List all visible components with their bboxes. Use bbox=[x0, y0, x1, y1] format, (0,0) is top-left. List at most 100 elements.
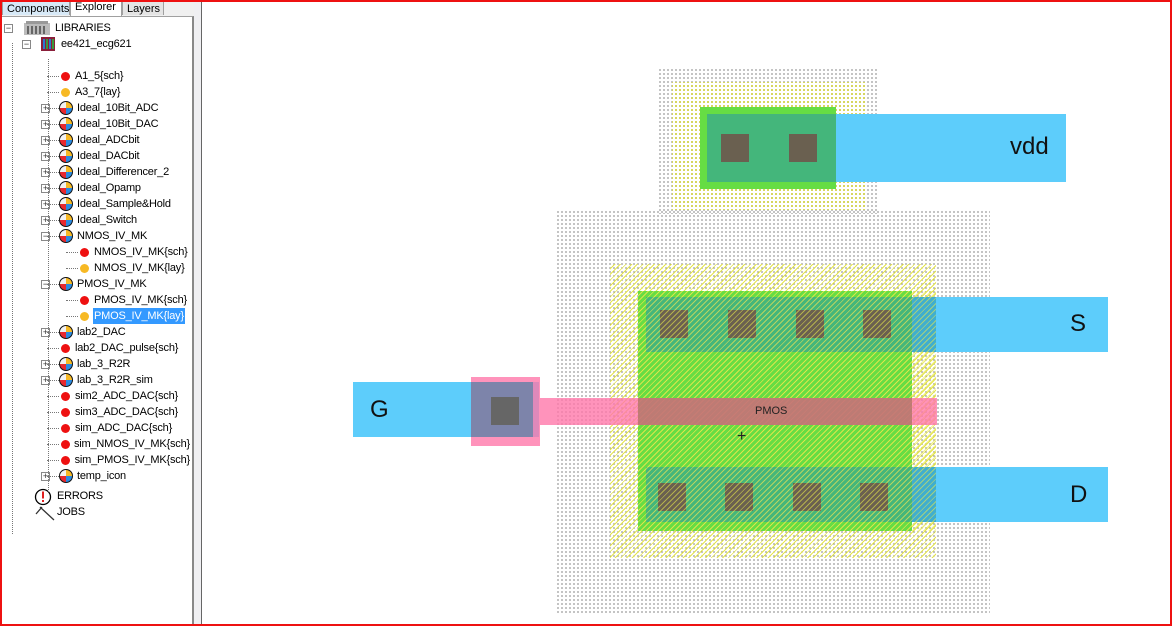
tree-item[interactable]: +Ideal_ADCbit bbox=[2, 132, 190, 148]
tree-item-label: Ideal_10Bit_DAC bbox=[77, 118, 159, 130]
tree-connector bbox=[47, 380, 59, 381]
tree-item-label: PMOS_IV_MK{lay} bbox=[93, 308, 185, 324]
tree-item[interactable]: +Ideal_Sample&Hold bbox=[2, 196, 190, 212]
tree-item-label: NMOS_IV_MK bbox=[77, 230, 148, 242]
tree-item[interactable]: +Ideal_10Bit_DAC bbox=[2, 116, 190, 132]
jobs-icon bbox=[34, 504, 58, 527]
tree-item-label: sim_ADC_DAC{sch} bbox=[75, 422, 173, 434]
tree-connector bbox=[47, 412, 59, 413]
tree-item[interactable]: +lab_3_R2R_sim bbox=[2, 372, 190, 388]
tree-item[interactable]: A3_7{lay} bbox=[2, 84, 190, 100]
schematic-view-icon bbox=[61, 440, 70, 449]
cell-icon bbox=[59, 165, 73, 179]
origin-crosshair-icon: + bbox=[737, 428, 747, 445]
tab-explorer[interactable]: Explorer bbox=[70, 0, 122, 16]
tree-item[interactable]: sim2_ADC_DAC{sch} bbox=[2, 388, 190, 404]
tree-item-label: Ideal_Opamp bbox=[77, 182, 141, 194]
tree-item-label: ERRORS bbox=[57, 490, 103, 502]
cell-icon bbox=[59, 181, 73, 195]
tree-item-label: PMOS_IV_MK bbox=[77, 278, 147, 290]
schematic-view-icon bbox=[61, 456, 70, 465]
tree-item[interactable]: NMOS_IV_MK{sch} bbox=[2, 244, 190, 260]
layout-view-icon bbox=[80, 312, 89, 321]
tree-connector bbox=[47, 140, 59, 141]
tree-errors[interactable]: ERRORS bbox=[2, 488, 190, 506]
tree-item[interactable]: +Ideal_Switch bbox=[2, 212, 190, 228]
tree-item[interactable]: sim_NMOS_IV_MK{sch} bbox=[2, 436, 190, 452]
layout-view-icon bbox=[61, 88, 70, 97]
tree-connector bbox=[47, 92, 59, 93]
tree-item[interactable]: PMOS_IV_MK{lay} bbox=[2, 308, 190, 324]
layout-canvas[interactable]: vdd G PMOS + S D bbox=[202, 2, 1169, 624]
tab-layers[interactable]: Layers bbox=[122, 1, 164, 15]
tree-item[interactable]: +lab2_DAC bbox=[2, 324, 190, 340]
device-label-pmos: PMOS bbox=[755, 405, 788, 417]
tree-connector bbox=[12, 43, 13, 534]
panel-tabs: Components Explorer Layers bbox=[2, 0, 194, 16]
tree-jobs[interactable]: JOBS bbox=[2, 504, 190, 521]
vdd-metal bbox=[802, 114, 1066, 182]
vdd-contact bbox=[789, 134, 817, 162]
schematic-view-icon bbox=[61, 72, 70, 81]
panel-splitter[interactable] bbox=[194, 0, 202, 624]
tree-library-ee421[interactable]: − ee421_ecg621 bbox=[2, 36, 190, 52]
tree-item-label: temp_icon bbox=[77, 470, 126, 482]
tree-item[interactable]: PMOS_IV_MK{sch} bbox=[2, 292, 190, 308]
tree-item-label: lab_3_R2R_sim bbox=[77, 374, 153, 386]
tree-item[interactable]: lab2_DAC_pulse{sch} bbox=[2, 340, 190, 356]
tree-root-libraries[interactable]: −LIBRARIES bbox=[2, 20, 190, 36]
tree-item[interactable]: sim_PMOS_IV_MK{sch} bbox=[2, 452, 190, 468]
tree-connector bbox=[47, 156, 59, 157]
expand-toggle-icon[interactable]: − bbox=[4, 23, 13, 33]
tree-item[interactable]: +Ideal_Opamp bbox=[2, 180, 190, 196]
tree-item[interactable]: NMOS_IV_MK{lay} bbox=[2, 260, 190, 276]
schematic-view-icon bbox=[61, 344, 70, 353]
tree-item[interactable]: +lab_3_R2R bbox=[2, 356, 190, 372]
tree-item-label: Ideal_ADCbit bbox=[77, 134, 140, 146]
tree-connector bbox=[47, 124, 59, 125]
layout-view-icon bbox=[80, 264, 89, 273]
tree-connector bbox=[47, 76, 59, 77]
tree-item[interactable]: +Ideal_10Bit_ADC bbox=[2, 100, 190, 116]
tree-item-label: sim_PMOS_IV_MK{sch} bbox=[74, 454, 191, 466]
cell-icon bbox=[59, 149, 73, 163]
tree-item[interactable]: +temp_icon bbox=[2, 468, 190, 484]
tree-connector bbox=[47, 188, 59, 189]
tree-item[interactable]: sim_ADC_DAC{sch} bbox=[2, 420, 190, 436]
tree-item-label: NMOS_IV_MK{lay} bbox=[94, 262, 185, 274]
tree-connector bbox=[47, 476, 59, 477]
drain-metal bbox=[908, 467, 1108, 522]
tree-item-label: sim_NMOS_IV_MK{sch} bbox=[73, 438, 190, 450]
tree-item[interactable]: +Ideal_DACbit bbox=[2, 148, 190, 164]
tree-item[interactable]: +Ideal_Differencer_2 bbox=[2, 164, 190, 180]
tree-item-label: sim3_ADC_DAC{sch} bbox=[75, 406, 178, 418]
schematic-view-icon bbox=[80, 296, 89, 305]
tree-connector bbox=[48, 59, 49, 492]
tree-item-label: JOBS bbox=[57, 506, 85, 518]
tree-connector bbox=[47, 108, 59, 109]
tree-connector bbox=[47, 172, 59, 173]
tree-connector bbox=[47, 396, 59, 397]
errors-icon bbox=[34, 488, 52, 511]
tree-connector bbox=[47, 332, 59, 333]
tree-connector bbox=[66, 252, 78, 253]
tree-item[interactable]: −PMOS_IV_MK bbox=[2, 276, 190, 292]
tree-connector bbox=[47, 364, 59, 365]
tab-components[interactable]: Components bbox=[2, 1, 70, 15]
source-metal bbox=[908, 297, 1108, 352]
gate-poly-channel bbox=[638, 398, 912, 425]
expand-toggle-icon[interactable]: − bbox=[22, 39, 31, 49]
tree-item[interactable]: A1_5{sch} bbox=[2, 68, 190, 84]
pin-label-vdd: vdd bbox=[1010, 133, 1049, 160]
tree-item-label: lab2_DAC_pulse{sch} bbox=[75, 342, 179, 354]
tree-connector bbox=[47, 460, 59, 461]
tree-item-label: ee421_ecg621 bbox=[61, 38, 132, 50]
cell-icon bbox=[59, 469, 73, 483]
schematic-view-icon bbox=[61, 392, 70, 401]
tree-item[interactable]: −NMOS_IV_MK bbox=[2, 228, 190, 244]
cell-icon bbox=[59, 229, 73, 243]
tree-connector bbox=[47, 348, 59, 349]
tree-item[interactable]: sim3_ADC_DAC{sch} bbox=[2, 404, 190, 420]
tree-item-label: Ideal_10Bit_ADC bbox=[77, 102, 159, 114]
